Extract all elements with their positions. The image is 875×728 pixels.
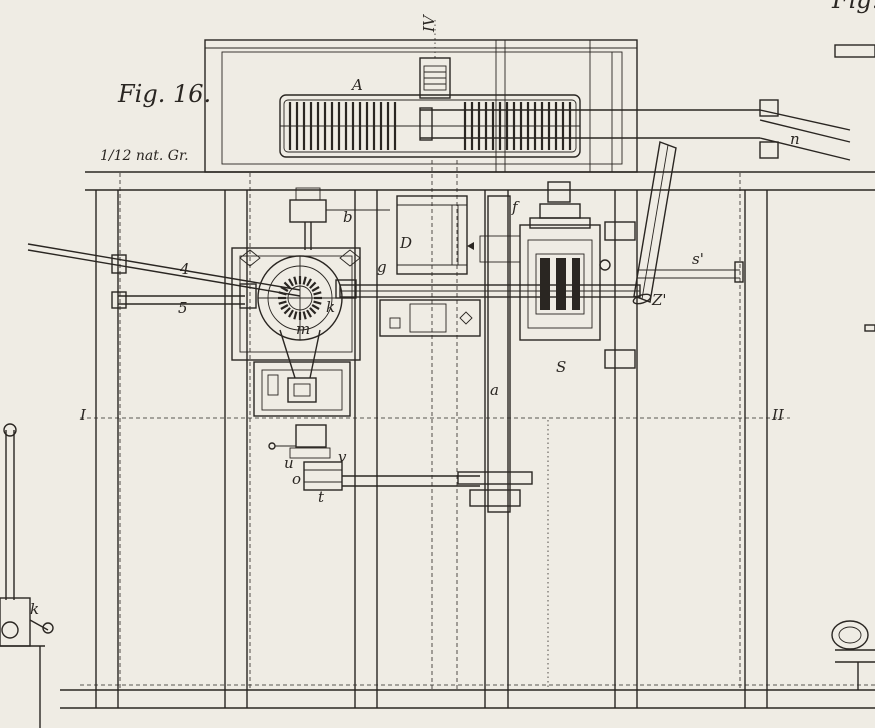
inclined-pipe	[632, 141, 677, 305]
scale-note: 1/12 nat. Gr.	[100, 148, 189, 164]
label-II: II	[771, 406, 785, 424]
label-o: o	[292, 470, 301, 488]
gear-tooth	[288, 278, 294, 287]
gear-tooth	[311, 286, 320, 292]
label-S: S	[556, 358, 566, 376]
machine-S	[519, 181, 744, 369]
main-shaft	[339, 284, 641, 298]
base-block-D	[379, 299, 481, 337]
top-housing	[204, 20, 638, 173]
label-5: 5	[178, 299, 188, 317]
label-k-left: k	[30, 600, 39, 618]
label-n: n	[790, 130, 800, 148]
label-b: b	[343, 208, 353, 226]
gear-tooth	[302, 276, 307, 285]
gear-tooth	[283, 281, 291, 289]
gear-tooth	[311, 304, 320, 310]
drum-D	[396, 195, 474, 275]
pulley-b	[289, 187, 390, 250]
label-m: m	[296, 320, 310, 338]
gear-tooth	[302, 311, 307, 320]
gear-tooth	[278, 300, 287, 305]
levers	[27, 243, 301, 309]
gear-tooth	[309, 307, 317, 315]
label-IV: IV	[420, 13, 438, 33]
label-t: t	[318, 488, 325, 506]
gear-tooth	[293, 276, 298, 285]
label-u: u	[284, 454, 294, 472]
gear-tooth	[313, 291, 322, 296]
label-D: D	[399, 234, 412, 252]
crank-box	[253, 329, 351, 417]
label-k: k	[326, 298, 335, 316]
gear-tooth	[283, 307, 291, 315]
neighbour-figure-title: Fig.	[831, 0, 875, 14]
gear-tooth	[313, 300, 322, 305]
label-I: I	[79, 406, 87, 424]
label-s-prime: s'	[692, 250, 704, 268]
gear-housing	[231, 247, 361, 361]
pulley-stack	[268, 424, 480, 491]
frame	[60, 160, 875, 709]
label-g: g	[377, 258, 387, 276]
rail-n	[419, 99, 851, 161]
label-A: A	[350, 76, 363, 94]
shaft-a	[457, 195, 533, 513]
label-4: 4	[179, 260, 190, 278]
right-fragment	[831, 44, 875, 690]
label-a: a	[490, 381, 499, 399]
figure-title: Fig. 16.	[117, 80, 211, 108]
gear-tooth	[280, 304, 289, 310]
big-wheel-A	[279, 94, 581, 158]
label-v: v	[338, 448, 347, 466]
label-Z-prime: Z'	[651, 291, 667, 309]
left-fragment	[0, 423, 54, 728]
label-f: f	[511, 198, 520, 216]
gear-tooth	[306, 309, 312, 318]
gear-tooth	[288, 309, 294, 318]
gear-tooth	[309, 281, 317, 289]
gear-tooth	[293, 311, 298, 320]
gear-tooth	[306, 278, 312, 287]
